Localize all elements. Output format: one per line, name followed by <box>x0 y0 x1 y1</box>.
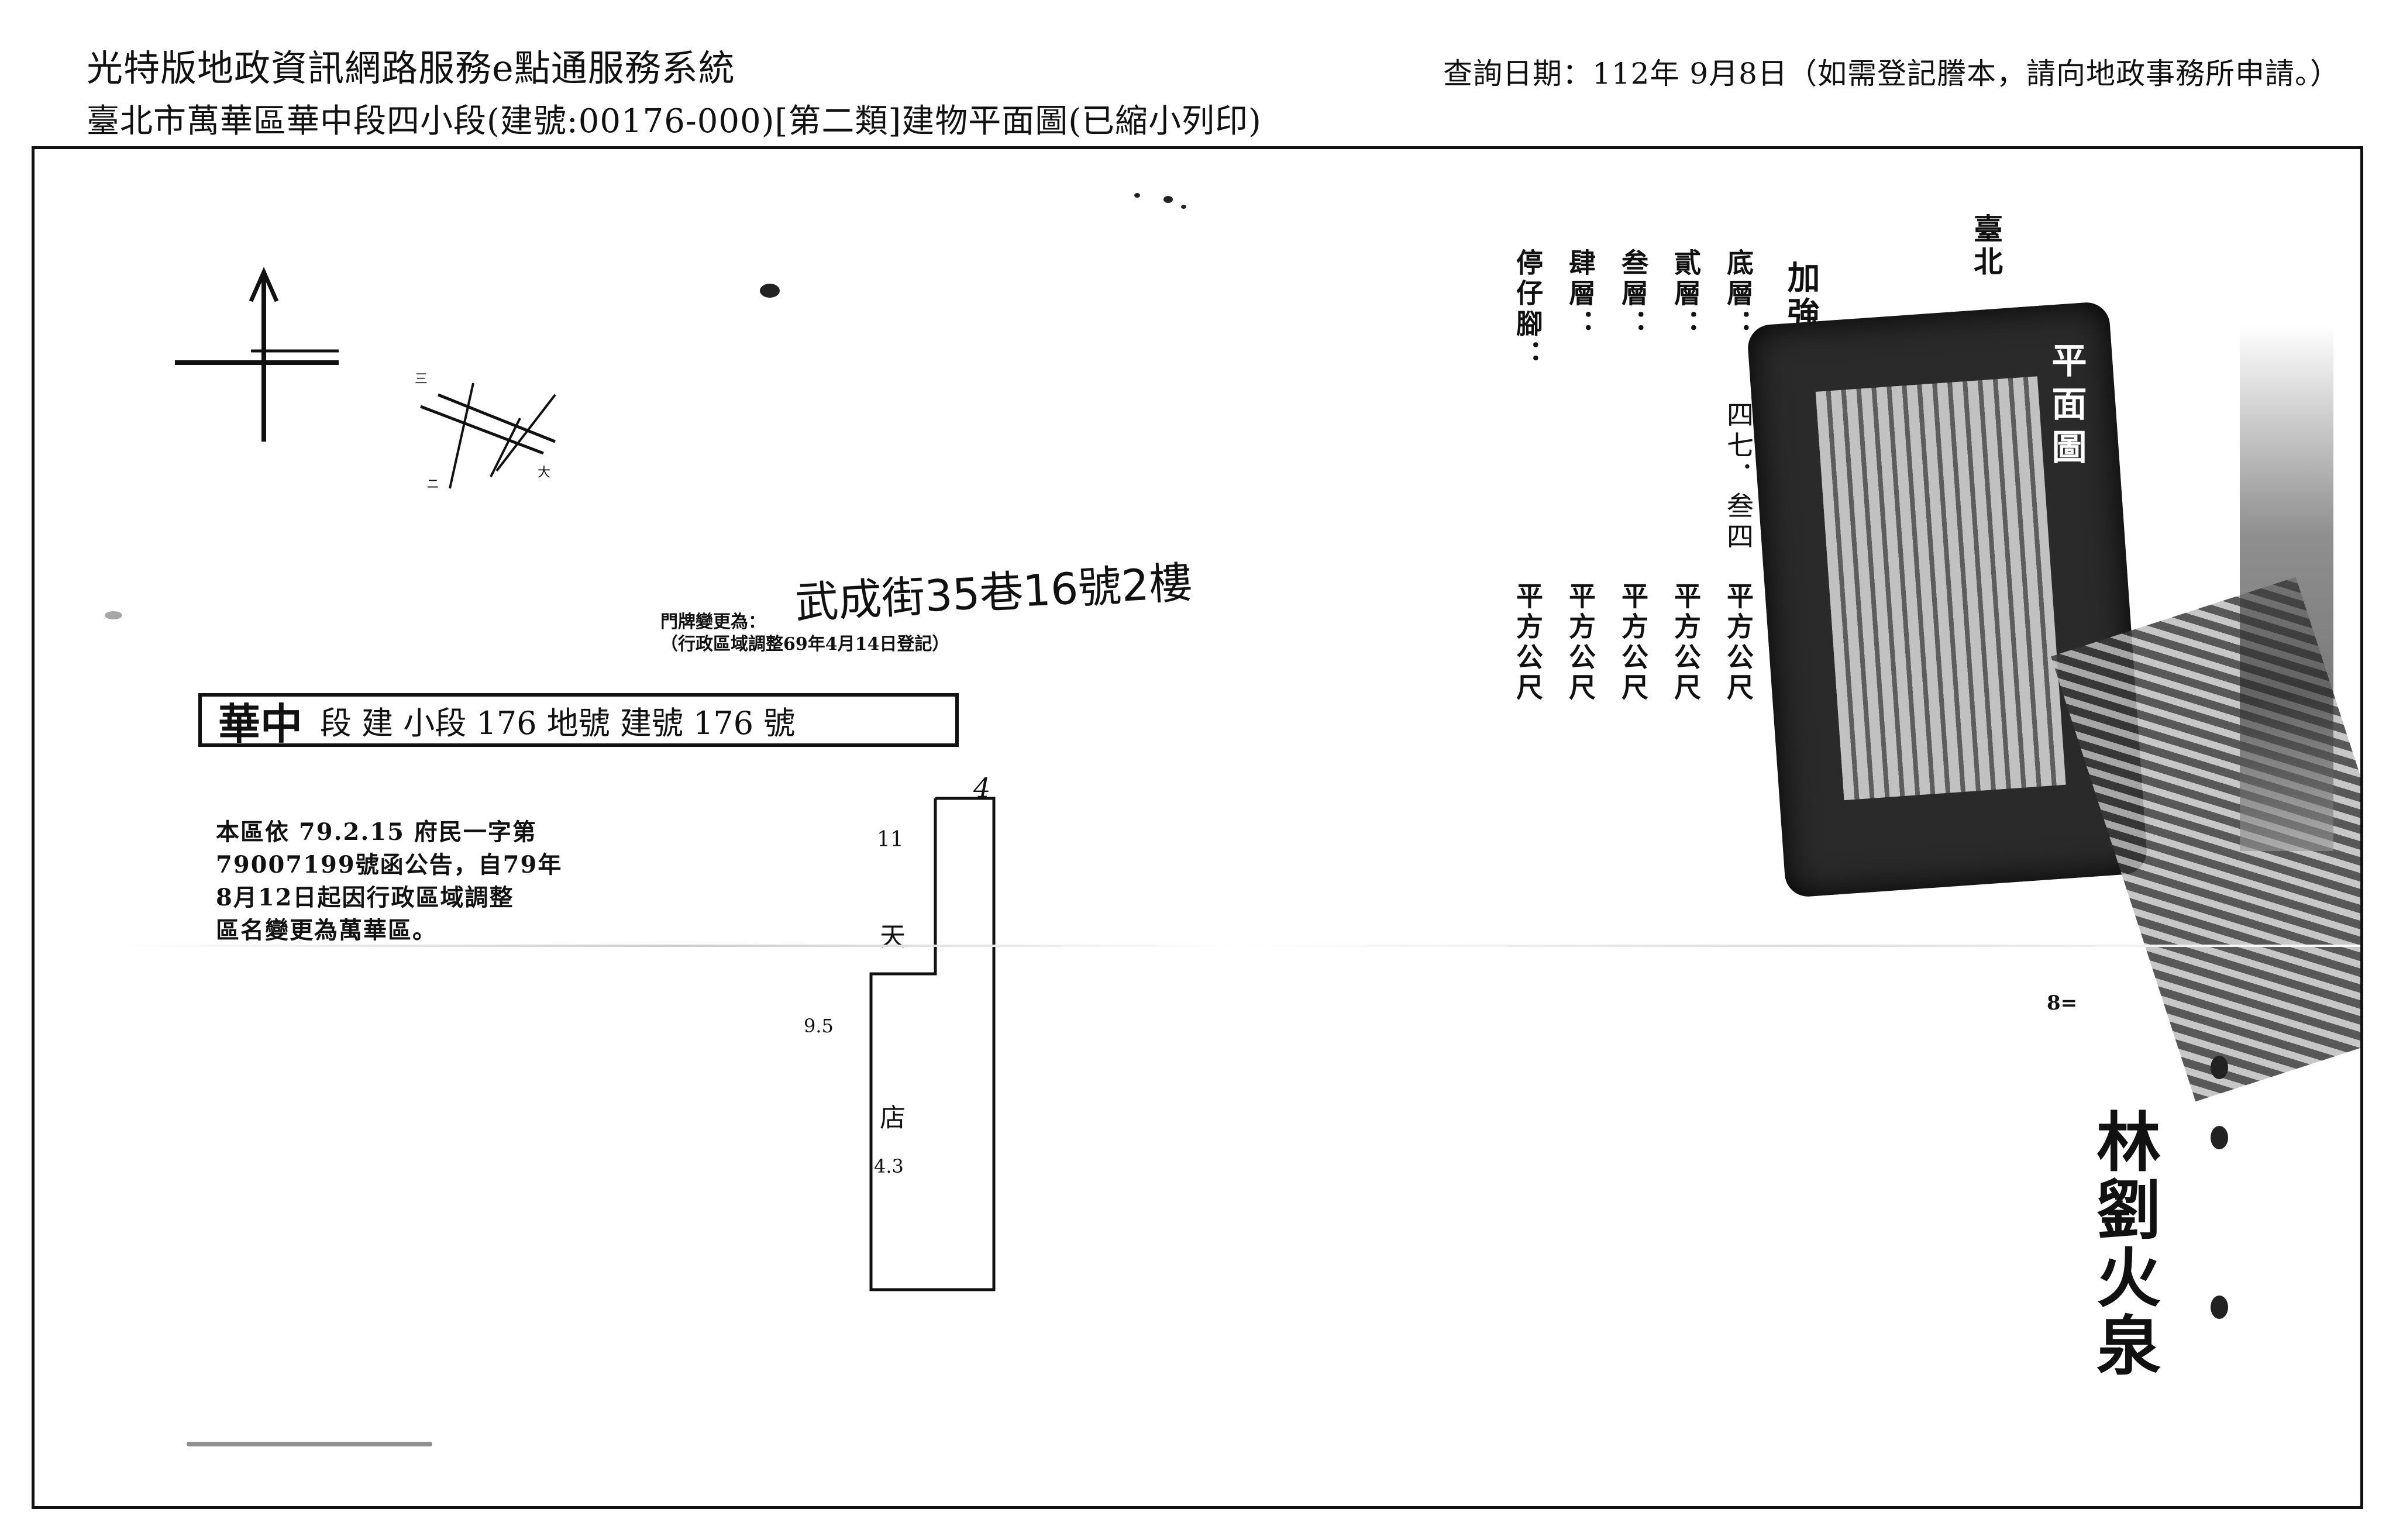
scanned-document-frame: 三 大 ニ 門牌變更為： （行政區域調整69年4月14日登記） 武成街35巷16… <box>32 146 2363 1509</box>
floor-value-1: 四七．叁四 <box>1723 401 1754 553</box>
floor-plan-outline <box>869 797 996 1291</box>
location-sketch: 三 大 ニ <box>415 372 556 492</box>
building-label-box: 華中 段 建 小段 176 地號 建號 176 號 <box>198 693 959 749</box>
floor-row-3: 叁層： <box>1617 249 1649 340</box>
notice-line: 本區依 79.2.15 府民一字第 <box>216 818 537 846</box>
section-name: 華中 <box>218 698 303 749</box>
edge-smudge <box>2240 325 2333 851</box>
notice-line: 區名變更為萬華區。 <box>216 917 437 944</box>
svg-text:三: 三 <box>415 372 428 387</box>
door-number-change: 門牌變更為： （行政區域調整69年4月14日登記） 武成街35巷16號2樓 <box>660 557 1193 656</box>
plan-dim-top-left: 11 <box>877 828 904 852</box>
district-notice: 本區依 79.2.15 府民一字第 79007199號函公告，自79年 8月12… <box>216 816 637 947</box>
page-subtitle: 臺北市萬華區華中段四小段(建號:00176-000)[第二類]建物平面圖(已縮小… <box>87 102 1262 140</box>
floor-row-5: 停仔腳： <box>1512 249 1544 370</box>
floor-unit-2: 平方公尺 <box>1670 582 1702 704</box>
page-title: 光特版地政資訊網路服務e點通服務系統 <box>87 47 735 89</box>
scale-label: 8= <box>2047 991 2078 1015</box>
plan-dim-top-right: 4 <box>973 772 991 804</box>
door-change-label: 門牌變更為： <box>660 612 766 632</box>
north-arrow-icon <box>175 267 339 442</box>
floor-row-2: 貳層： <box>1670 249 1702 340</box>
plan-label-bottom: 店 <box>880 1103 906 1133</box>
stamp-text: 平面圖 <box>2046 342 2087 472</box>
door-change-handwritten: 武成街35巷16號2樓 <box>794 557 1194 629</box>
owner-signature: 林劉火泉 <box>2085 1108 2160 1380</box>
floor-unit-5: 平方公尺 <box>1512 582 1544 704</box>
plan-label-middle: 天 <box>880 922 906 952</box>
svg-text:大: 大 <box>538 466 550 480</box>
floor-unit-3: 平方公尺 <box>1617 582 1649 704</box>
floor-row-4: 肆層： <box>1565 249 1596 340</box>
plan-dim-bottom: 4.3 <box>874 1155 904 1177</box>
floor-row-1: 底層： <box>1723 249 1754 340</box>
notice-line: 8月12日起因行政區域調整 <box>216 884 514 911</box>
floor-unit-4: 平方公尺 <box>1565 582 1596 704</box>
query-date: 查詢日期：112年 9月8日（如需登記謄本，請向地政事務所申請。） <box>1443 57 2340 91</box>
fold-line <box>116 945 2360 947</box>
door-change-note: （行政區域調整69年4月14日登記） <box>660 634 950 654</box>
notice-line: 79007199號函公告，自79年 <box>216 851 563 878</box>
svg-text:ニ: ニ <box>426 477 439 492</box>
floor-unit-1: 平方公尺 <box>1723 582 1754 704</box>
city-label: 臺北 <box>1969 213 2003 279</box>
plan-dim-left: 9.5 <box>804 1015 834 1037</box>
section-detail: 段 建 小段 176 地號 建號 176 號 <box>320 704 796 742</box>
